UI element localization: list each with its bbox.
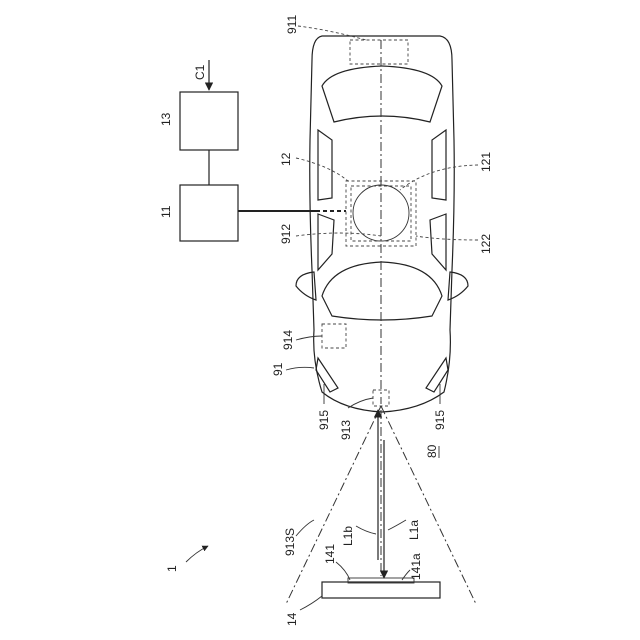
leader-913S bbox=[296, 520, 314, 536]
label-122: 122 bbox=[479, 234, 493, 254]
label-13: 13 bbox=[159, 112, 173, 126]
label-911: 911 bbox=[285, 15, 299, 34]
rear-window bbox=[322, 262, 442, 320]
leader-L1b bbox=[356, 526, 376, 534]
block-13 bbox=[180, 92, 238, 150]
target bbox=[322, 582, 440, 598]
label-14: 14 bbox=[285, 612, 299, 626]
leader-913 bbox=[348, 398, 373, 408]
label-913: 913 bbox=[339, 420, 353, 440]
label-80: 80 bbox=[425, 444, 439, 458]
side-window-right bbox=[432, 130, 446, 200]
leader-911 bbox=[298, 26, 366, 40]
car-body bbox=[296, 36, 468, 412]
leader-141 bbox=[336, 562, 350, 580]
leader-L1a bbox=[388, 520, 406, 530]
leader-912 bbox=[296, 233, 381, 236]
leader-14 bbox=[300, 596, 322, 610]
leader-91 bbox=[286, 367, 314, 370]
label-1: 1 bbox=[165, 565, 179, 572]
leader-122 bbox=[416, 236, 478, 240]
sensor-range-right bbox=[381, 406, 476, 604]
label-141a: 141a bbox=[409, 553, 423, 580]
rear-lamp-left bbox=[316, 358, 338, 392]
side-box bbox=[322, 324, 346, 348]
leader-121 bbox=[400, 165, 478, 190]
block-11 bbox=[180, 185, 238, 241]
side-window-right-rear bbox=[430, 214, 446, 270]
label-11: 11 bbox=[159, 205, 173, 218]
label-912: 912 bbox=[279, 224, 293, 244]
label-915-right: 915 bbox=[433, 410, 447, 430]
sensor-range-left bbox=[286, 406, 381, 604]
label-913S: 913S bbox=[283, 528, 297, 556]
label-12: 12 bbox=[279, 152, 293, 166]
label-141: 141 bbox=[323, 544, 337, 564]
leader-914 bbox=[296, 336, 322, 340]
label-L1a: L1a bbox=[407, 520, 421, 540]
label-121: 121 bbox=[479, 152, 493, 172]
label-915-left: 915 bbox=[317, 410, 331, 430]
system-arrow bbox=[186, 546, 208, 562]
label-91: 91 bbox=[271, 362, 285, 376]
label-L1b: L1b bbox=[341, 526, 355, 546]
front-windshield bbox=[322, 66, 442, 122]
leader-12 bbox=[296, 158, 348, 181]
side-window-left-rear bbox=[318, 214, 334, 270]
front-unit-box bbox=[350, 40, 408, 64]
label-914: 914 bbox=[281, 330, 295, 350]
label-C1: C1 bbox=[193, 64, 207, 80]
